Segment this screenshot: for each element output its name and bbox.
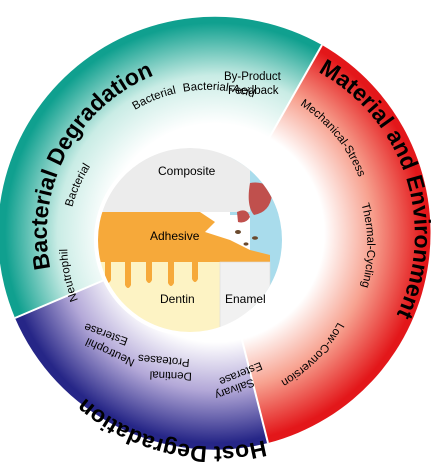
host-label-dentinal: Dentinal	[149, 368, 192, 381]
bacteria-colony	[248, 182, 272, 215]
enamel-label: Enamel	[225, 292, 266, 306]
host-label-proteases: Proteases	[137, 352, 190, 368]
adhesive-region	[98, 212, 270, 262]
dentin-label: Dentin	[160, 292, 195, 306]
bacterial-label-byproduct: By-Product	[224, 71, 282, 83]
composite-label: Composite	[158, 164, 216, 178]
material-sector	[215, 45, 431, 443]
material-label-thermal: Thermal-Cycling	[358, 202, 376, 289]
bacterial-label-feedback: Feedback	[228, 85, 279, 97]
adhesive-label: Adhesive	[150, 229, 200, 243]
